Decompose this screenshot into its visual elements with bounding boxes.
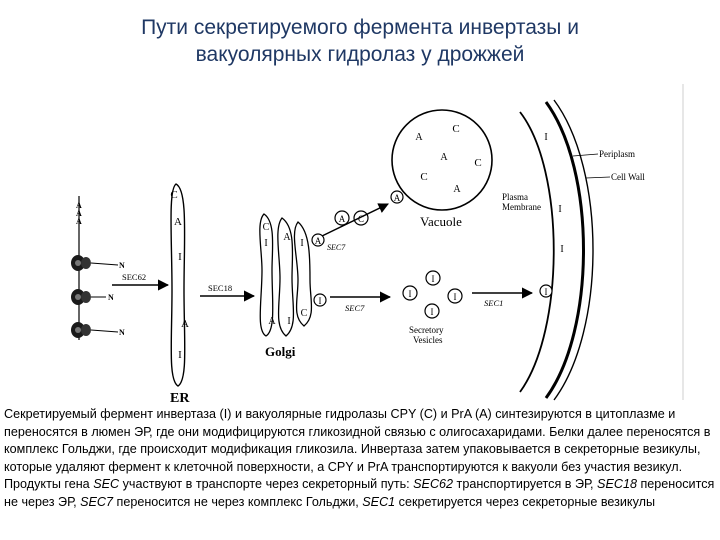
sec1-label: SEC1 — [484, 298, 503, 308]
vesicle-invertase-letter-1: I — [432, 274, 435, 284]
vacuole-cpy-letter-3: C — [420, 171, 427, 183]
ribosome-2: N — [71, 289, 114, 305]
er-invertase-letter: I — [178, 251, 182, 263]
vacuole: A A C A C C A Vacuole — [391, 110, 492, 229]
caption-sec62: SEC62 — [413, 477, 453, 491]
sec7-bottom-label: SEC7 — [345, 303, 365, 313]
er-invertase-letter-2: I — [178, 349, 182, 361]
golgi-pra-letter-1: A — [283, 232, 291, 243]
ribosome-3: N — [71, 322, 125, 338]
vesicle-invertase-letter-2: I — [409, 289, 412, 299]
plasma-membrane-label-1: Plasma — [502, 192, 528, 202]
caption-sec18: SEC18 — [597, 477, 637, 491]
vacuole-cpy-letter-2: C — [474, 157, 481, 169]
er-pra-letter: A — [174, 216, 182, 228]
secretory-vesicles-label-2: Vesicles — [413, 335, 443, 345]
vacuole-pra-letter-2: A — [440, 152, 448, 163]
golgi-exit-proteins-top: A A C — [312, 211, 368, 246]
sec7-top-label: SEC7 — [327, 243, 346, 252]
sec18-label: SEC18 — [208, 283, 232, 293]
vacuole-cpy-letter-1: C — [452, 123, 459, 135]
caption-sec1: SEC1 — [362, 495, 395, 509]
golgi-pra-letter-2: A — [268, 316, 276, 327]
secretory-vesicles-label-1: Secretory — [409, 325, 444, 335]
caption-part-3: транспортируется в ЭР, — [453, 477, 597, 491]
er-cpy-letter: C — [170, 189, 177, 201]
er-cisterna: C A I A I ER — [170, 184, 190, 405]
golgi-cpy-letter-2: C — [301, 308, 308, 319]
cell-wall-label: Cell Wall — [611, 172, 645, 182]
secretory-vesicles: I I I I Secretory Vesicles — [403, 271, 462, 345]
vesicle-path-pra-letter: A — [339, 214, 346, 224]
golgi-invertase-letter-2: I — [300, 238, 303, 249]
periplasm-invertase-letter-3: I — [560, 244, 563, 255]
golgi-label: Golgi — [265, 344, 296, 359]
exit-pra-letter: A — [315, 236, 322, 246]
sec62-label: SEC62 — [122, 272, 146, 282]
cell-envelope: I I I I Periplasm Cell Wall Plasma Membr… — [502, 100, 645, 400]
periplasm-label: Periplasm — [599, 149, 635, 159]
secretory-pathway-diagram: A A A N N N SEC62 C A I A I ER SEC18 — [0, 0, 720, 405]
nascent-chain-label-n-1: N — [119, 261, 125, 270]
golgi-stack: C I A I C A I Golgi — [260, 214, 312, 359]
vacuole-pra-letter-1: A — [415, 132, 423, 143]
caption-part-2: участвуют в транспорте через секреторный… — [119, 477, 413, 491]
periplasm-invertase-letter-1: I — [544, 132, 547, 143]
membrane-invertase-circle-letter: I — [545, 287, 548, 297]
periplasm-invertase-letter-2: I — [558, 204, 561, 215]
plasma-membrane-label-2: Membrane — [502, 202, 541, 212]
vesicle-invertase-letter-3: I — [454, 292, 457, 302]
nascent-chain-label-n-2: N — [108, 293, 114, 302]
caption-sec: SEC — [93, 477, 119, 491]
sec7-to-vacuole-arrow — [322, 204, 388, 236]
er-pra-letter-2: A — [181, 318, 189, 330]
caption-part-5: переносится не через комплекс Гольджи, — [113, 495, 362, 509]
vacuole-pra-letter-3: A — [453, 184, 461, 195]
golgi-invertase-letter-1: I — [264, 238, 267, 249]
ribosome-1: N — [71, 255, 125, 271]
caption-part-6: секретируется через секреторные везикулы — [395, 495, 655, 509]
vacuole-label: Vacuole — [420, 214, 462, 229]
golgi-invertase-letter-3: I — [287, 316, 290, 327]
er-label: ER — [170, 391, 190, 405]
golgi-exit-invertase-letter: I — [319, 296, 322, 306]
vacuole-entry-pra-letter: A — [394, 193, 401, 203]
svg-text:A: A — [76, 217, 82, 226]
caption-sec7: SEC7 — [80, 495, 113, 509]
figure-caption: Секретируемый фермент инвертаза (I) и ва… — [4, 406, 716, 512]
vesicle-invertase-letter-4: I — [431, 307, 434, 317]
golgi-cpy-letter: C — [263, 222, 270, 233]
nascent-chain-label-n-3: N — [119, 328, 125, 337]
